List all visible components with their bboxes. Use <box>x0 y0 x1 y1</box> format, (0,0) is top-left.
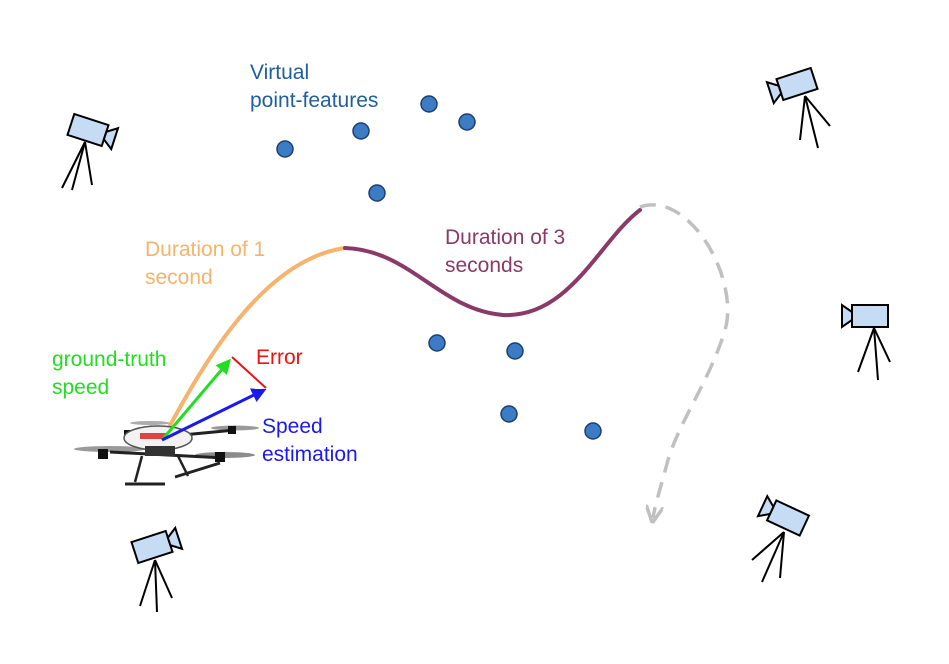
feature-point <box>500 405 518 423</box>
virtual-point-features <box>276 95 602 440</box>
feature-point <box>368 184 386 202</box>
speed-estimation-arrow <box>161 388 267 442</box>
error-line <box>231 356 267 389</box>
trajectory-1-second <box>160 246 347 442</box>
feature-point <box>458 113 476 131</box>
feature-point <box>506 342 524 360</box>
mocap-camera-icon <box>130 526 184 565</box>
mocap-camera-icon <box>765 66 819 105</box>
feature-point <box>352 122 370 140</box>
camera-tripod <box>857 327 891 381</box>
feature-point <box>428 334 446 352</box>
mocap-camera-icon <box>841 304 889 328</box>
future-trajectory <box>639 203 730 518</box>
speed-estimation-label: Speed estimation <box>262 415 358 466</box>
camera-tripod <box>61 141 93 191</box>
ground-truth-speed-arrow <box>160 358 231 441</box>
duration-3-label: Duration of 3 seconds <box>445 226 571 277</box>
duration-1-label: Duration of 1 second <box>145 238 271 289</box>
virtual-features-label: Virtual point-features <box>250 61 378 112</box>
ground-truth-label: ground-truth speed <box>52 348 172 399</box>
camera-tripod <box>751 531 785 583</box>
camera-tripod <box>799 95 831 149</box>
mocap-camera-icon <box>756 495 810 537</box>
feature-point <box>276 140 294 158</box>
hexacopter-drone-icon <box>74 421 259 486</box>
camera-tripod <box>139 559 173 613</box>
mocap-camera-icon <box>66 112 120 151</box>
feature-point <box>584 422 602 440</box>
trajectory-3-seconds <box>343 208 642 318</box>
error-label: Error <box>256 346 303 369</box>
feature-point <box>420 95 438 113</box>
